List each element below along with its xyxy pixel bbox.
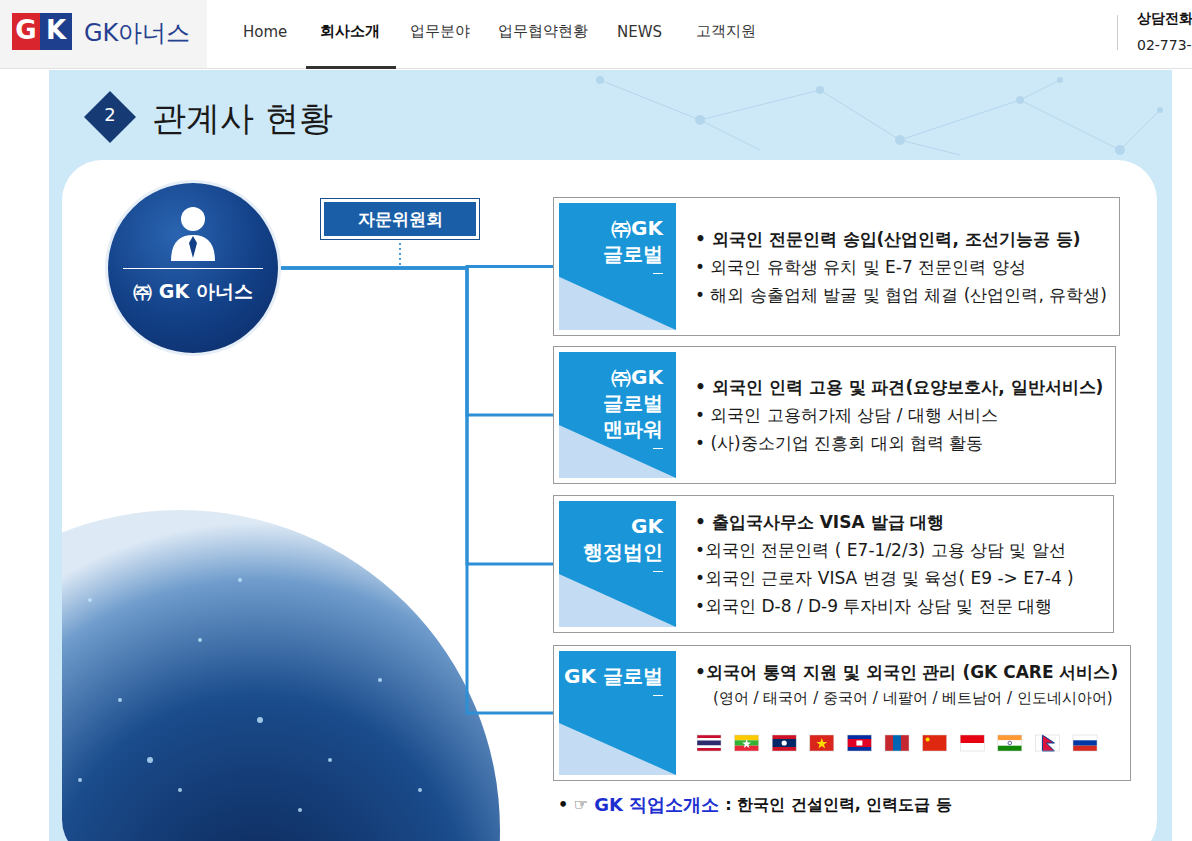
company-label-panel: ㈜GK 글로벌 맨파워 — [559, 352, 676, 478]
nav-item: 회사소개 — [320, 22, 380, 41]
company-label-panel: GK 글로벌 — [559, 651, 676, 775]
panel-text-wrap: ㈜GK 글로벌 맨파워 — [563, 364, 663, 449]
company-name: ㈜GK 글로벌 맨파워 — [563, 364, 663, 442]
box-body: • 외국인 인력 고용 및 파견(요양보호사, 일반서비스)• 외국인 고용허가… — [695, 347, 1103, 483]
connector — [278, 268, 553, 564]
panel-text-wrap: ㈜GK 글로벌 — [563, 215, 663, 274]
nav-item: 고객지원 — [696, 22, 756, 41]
committee-name: 자문위원회 — [358, 208, 443, 231]
company-name: ㈜ GK 아너스 — [108, 279, 278, 305]
dash-mark — [653, 695, 663, 696]
service-headline: •외국어 통역 지원 및 외국인 관리 (GK CARE 서비스) — [695, 658, 1118, 686]
service-headline: • 외국인 인력 고용 및 파견(요양보호사, 일반서비스) — [695, 373, 1103, 401]
flag-row — [697, 734, 1137, 754]
dash-mark — [653, 571, 663, 572]
service-item: •외국인 근로자 VISA 변경 및 육성( E9 -> E7-4 ) — [695, 564, 1074, 592]
committee-fill: 자문위원회 — [324, 202, 476, 236]
box-body: • 외국인 전문인력 송입(산업인력, 조선기능공 등)• 외국인 유학생 유치… — [695, 198, 1107, 335]
service-item: • 외국인 유학생 유치 및 E-7 전문인력 양성 — [695, 253, 1107, 281]
company-box: • 외국인 전문인력 송입(산업인력, 조선기능공 등)• 외국인 유학생 유치… — [553, 197, 1120, 336]
box-body: • 출입국사무소 VISA 발급 대행•외국인 전문인력 ( E7-1/2/3)… — [695, 496, 1074, 632]
company-label-panel: GK 행정법인 — [559, 501, 676, 627]
panel-text-wrap: GK 글로벌 — [563, 663, 663, 696]
committee-box: 자문위원회 — [320, 198, 480, 240]
company-circle: ㈜ GK 아너스 — [108, 183, 278, 353]
dash-mark — [653, 273, 663, 274]
callout-number: 2 — [97, 104, 123, 125]
connector — [278, 242, 400, 268]
connector — [278, 268, 553, 415]
nav-item: Home — [243, 23, 287, 41]
label: 상담전화 — [1137, 10, 1192, 28]
logo-letter: G — [12, 15, 40, 45]
logo-text: GK아너스 — [84, 17, 190, 49]
service-item: •외국인 D-8 / D-9 투자비자 상담 및 전문 대행 — [695, 592, 1074, 620]
service-item: (영어 / 태국어 / 중국어 / 네팔어 / 베트남어 / 인도네시아어) — [695, 686, 1118, 710]
service-item: • (사)중소기업 진흥회 대외 협력 활동 — [695, 429, 1103, 457]
dash-mark — [653, 448, 663, 449]
label: GK 직업소개소 — [594, 793, 719, 817]
service-headline: • 외국인 전문인력 송입(산업인력, 조선기능공 등) — [695, 225, 1107, 253]
nav-item: NEWS — [617, 23, 662, 41]
logo-letter: K — [40, 15, 72, 45]
service-headline: • 출입국사무소 VISA 발급 대행 — [695, 508, 1074, 536]
label: 02-773- — [1137, 37, 1192, 53]
person-icon — [108, 183, 278, 353]
nav-item: 업무분야 — [410, 22, 470, 41]
company-name: GK 행정법인 — [563, 513, 663, 565]
service-item: • 해외 송출업체 발굴 및 협업 체결 (산업인력, 유학생) — [695, 281, 1107, 309]
company-name: GK 글로벌 — [563, 663, 663, 689]
box-body: •외국어 통역 지원 및 외국인 관리 (GK CARE 서비스)(영어 / 태… — [695, 658, 1118, 780]
company-box: • 외국인 인력 고용 및 파견(요양보호사, 일반서비스)• 외국인 고용허가… — [553, 346, 1116, 484]
circle-text-wrap: ㈜ GK 아너스 — [108, 279, 278, 305]
panel-text-wrap: GK 행정법인 — [563, 513, 663, 572]
company-label-panel: ㈜GK 글로벌 — [559, 203, 676, 330]
label: : 한국인 건설인력, 인력도급 등 — [725, 795, 952, 816]
label: • ☞ — [558, 795, 588, 814]
company-box: • 출입국사무소 VISA 발급 대행•외국인 전문인력 ( E7-1/2/3)… — [553, 495, 1114, 633]
nav-item: 업무협약현황 — [498, 22, 588, 41]
page-title: 관계사 현황 — [152, 96, 333, 142]
company-box: •외국어 통역 지원 및 외국인 관리 (GK CARE 서비스)(영어 / 태… — [553, 645, 1131, 781]
service-item: • 외국인 고용허가제 상담 / 대행 서비스 — [695, 401, 1103, 429]
service-item: •외국인 전문인력 ( E7-1/2/3) 고용 상담 및 알선 — [695, 536, 1074, 564]
connector — [278, 268, 553, 713]
company-name: ㈜GK 글로벌 — [563, 215, 663, 267]
